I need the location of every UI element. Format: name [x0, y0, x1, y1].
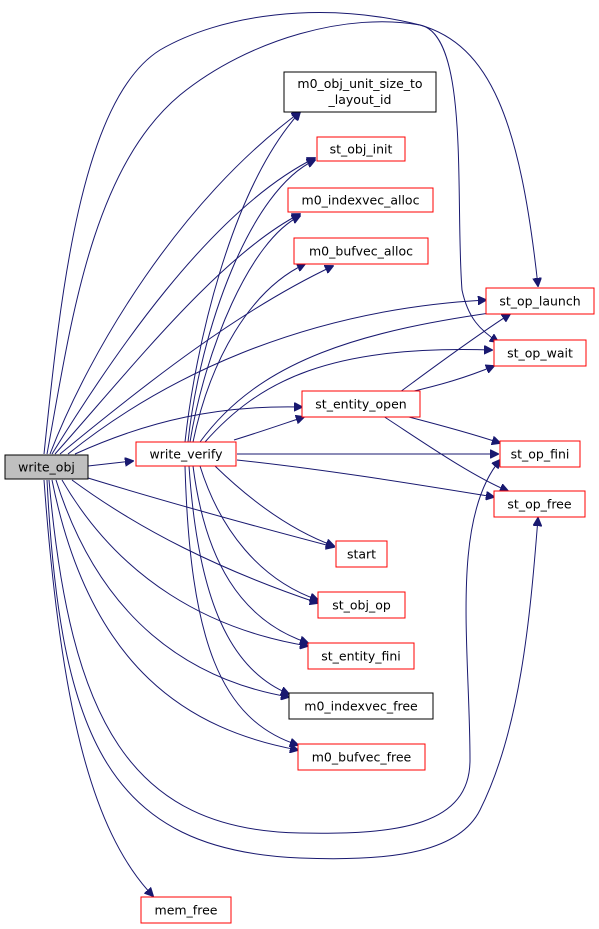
node-st-op-fini[interactable]: st_op_fini: [499, 440, 581, 468]
node-m0-bufvec-free[interactable]: m0_bufvec_free: [297, 743, 426, 771]
edge-write-obj-to-st-entity-fini: [61, 479, 308, 646]
node-label: st_op_fini: [511, 447, 570, 462]
edge-write-verify-to-st-obj-init: [187, 160, 315, 443]
edge-write-obj-to-m0-indexvec-alloc: [54, 214, 300, 455]
node-label: st_obj_init: [330, 142, 393, 157]
edge-write-verify-to-st-obj-op: [199, 465, 318, 600]
edge-write-obj-to-mem-free: [43, 479, 153, 896]
node-st-op-free[interactable]: st_op_free: [493, 490, 586, 518]
node-label: mem_free: [155, 903, 218, 918]
edges: [43, 12, 538, 896]
edge-write-verify-to-m0-indexvec-free: [188, 465, 289, 694]
node-st-op-wait[interactable]: st_op_wait: [493, 339, 587, 367]
node-label: m0_bufvec_alloc: [309, 244, 413, 259]
edge-write-verify-to-m0-bufvec-free: [184, 465, 298, 745]
edge-st-entity-open-to-st-op-fini: [404, 415, 500, 443]
node-st-entity-open[interactable]: st_entity_open: [301, 390, 421, 418]
node-label: write_obj: [18, 460, 75, 475]
edge-write-obj-to-st-op-launch-2: [67, 300, 486, 455]
node-st-obj-init[interactable]: st_obj_init: [316, 136, 406, 162]
edge-write-verify-to-st-entity-open: [233, 417, 304, 441]
edge-write-verify-to-st-op-wait: [204, 350, 492, 443]
node-m0-obj-unit-size-to-layout-id[interactable]: m0_obj_unit_size_to _layout_id: [283, 71, 437, 113]
node-m0-indexvec-alloc[interactable]: m0_indexvec_alloc: [287, 187, 434, 213]
node-label: write_verify: [150, 447, 224, 462]
edge-st-entity-open-to-st-op-launch: [399, 314, 510, 393]
edge-write-verify-to-start: [214, 465, 334, 546]
node-label: st_entity_open: [315, 397, 406, 412]
node-start[interactable]: start: [335, 540, 388, 568]
edge-write-obj-to-st-op-free: [46, 479, 538, 860]
node-write-verify[interactable]: write_verify: [135, 441, 237, 467]
edge-write-obj-to-st-obj-op: [71, 479, 318, 603]
node-label-line2: _layout_id: [328, 92, 392, 107]
edge-st-entity-open-to-st-op-free: [382, 415, 508, 491]
nodes: write_obj write_verify m0_obj_unit_size_…: [4, 71, 595, 924]
edge-write-obj-to-m0-obj-unit-size-to-layout-id: [49, 112, 300, 455]
edge-write-obj-to-m0-bufvec-free: [51, 479, 298, 750]
edge-write-obj-to-write-verify: [87, 461, 133, 467]
edge-write-obj-to-m0-bufvec-alloc: [59, 266, 333, 455]
edge-write-obj-to-m0-indexvec-free: [55, 479, 289, 697]
node-mem-free[interactable]: mem_free: [140, 896, 232, 924]
edge-write-obj-to-st-op-fini: [48, 460, 500, 834]
edge-write-verify-to-m0-indexvec-alloc: [189, 216, 300, 443]
edge-write-verify-to-st-entity-fini: [192, 465, 308, 643]
edge-st-entity-open-to-st-op-wait: [409, 366, 494, 393]
edge-write-verify-to-m0-bufvec-alloc: [192, 264, 305, 443]
edge-write-verify-to-st-op-launch: [199, 310, 512, 443]
edge-write-obj-to-st-op-wait: [46, 21, 498, 455]
node-label: st_entity_fini: [321, 649, 400, 664]
node-st-op-launch[interactable]: st_op_launch: [485, 287, 595, 315]
node-m0-bufvec-alloc[interactable]: m0_bufvec_alloc: [293, 237, 429, 265]
edge-write-verify-to-m0-obj-unit-size: [184, 112, 300, 443]
edge-write-obj-to-st-op-launch: [43, 12, 538, 455]
edge-write-verify-to-st-op-free: [236, 459, 494, 497]
node-write-obj[interactable]: write_obj: [4, 454, 89, 480]
node-label: st_op_free: [507, 497, 571, 512]
node-label: m0_bufvec_free: [312, 750, 412, 765]
node-label: m0_indexvec_alloc: [302, 193, 420, 208]
edge-write-obj-to-start: [87, 477, 334, 547]
node-label: st_obj_op: [332, 598, 391, 613]
node-label: st_op_launch: [499, 294, 580, 309]
edge-write-obj-to-st-entity-open: [74, 407, 302, 455]
node-label-line1: m0_obj_unit_size_to: [297, 76, 422, 91]
node-label: m0_indexvec_free: [304, 699, 418, 714]
edge-write-obj-to-st-obj-init: [51, 158, 315, 455]
node-label: st_op_wait: [507, 346, 573, 361]
node-st-entity-fini[interactable]: st_entity_fini: [307, 642, 415, 670]
node-m0-indexvec-free[interactable]: m0_indexvec_free: [288, 692, 434, 720]
node-label: start: [347, 547, 376, 562]
node-st-obj-op[interactable]: st_obj_op: [317, 591, 406, 619]
